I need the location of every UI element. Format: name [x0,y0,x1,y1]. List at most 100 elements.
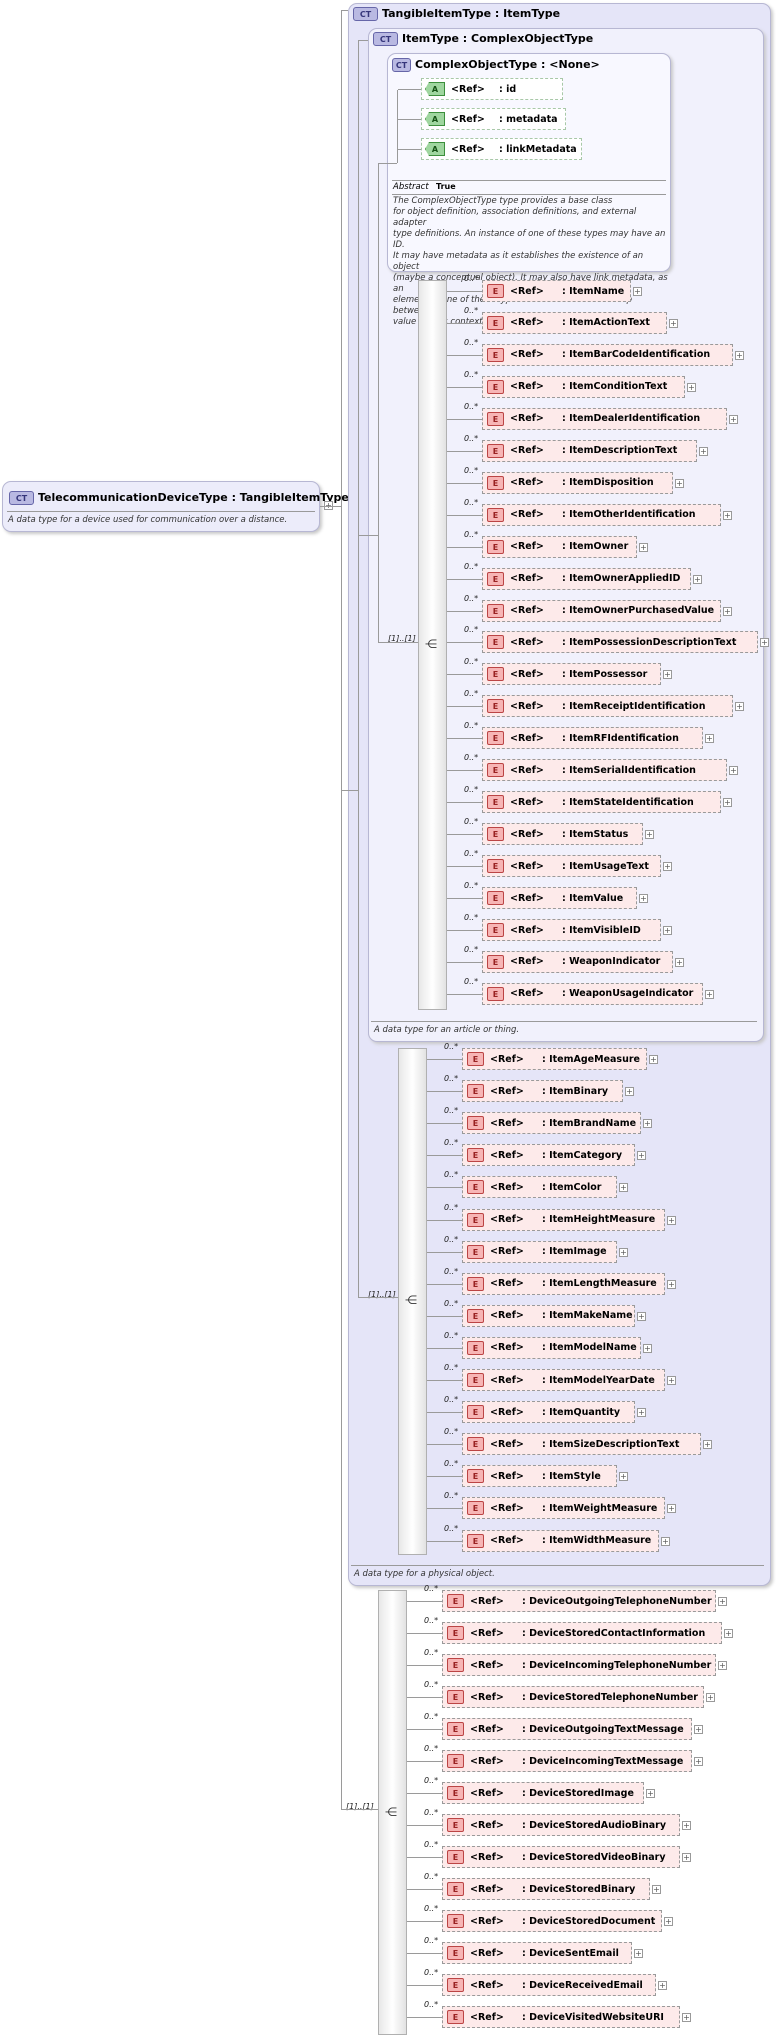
expand-icon[interactable]: + [724,1629,733,1638]
element-itemserialidentification[interactable]: E<Ref>: ItemSerialIdentification [482,759,727,782]
element-devicereceivedemail[interactable]: E<Ref>: DeviceReceivedEmail [442,1974,656,1996]
expand-icon[interactable]: + [637,1408,646,1418]
expand-icon[interactable]: + [729,766,738,776]
element-itemlengthmeasure[interactable]: E<Ref>: ItemLengthMeasure [462,1272,665,1295]
element-deviceincomingtelephonenumber[interactable]: E<Ref>: DeviceIncomingTelephoneNumber [442,1654,716,1676]
expand-icon[interactable]: + [687,382,696,392]
expand-icon[interactable]: + [633,287,642,296]
expand-icon[interactable]: + [664,1917,673,1926]
element-itemusagetext[interactable]: E<Ref>: ItemUsageText [482,855,661,878]
expand-icon[interactable]: + [643,1119,652,1129]
expand-icon[interactable]: + [760,638,769,648]
expand-icon[interactable]: + [723,798,732,808]
expand-icon[interactable]: + [723,606,732,616]
element-itemstyle[interactable]: E<Ref>: ItemStyle [462,1465,617,1488]
expand-icon[interactable]: + [637,1311,646,1321]
element-itemmodelname[interactable]: E<Ref>: ItemModelName [462,1336,641,1359]
expand-icon[interactable]: + [729,414,738,424]
element-itempossessor[interactable]: E<Ref>: ItemPossessor [482,663,661,686]
expand-icon[interactable]: + [675,957,684,967]
expand-icon[interactable]: + [705,734,714,744]
element-itemownerpurchasedvalue[interactable]: E<Ref>: ItemOwnerPurchasedValue [482,599,721,622]
element-devicestoredbinary[interactable]: E<Ref>: DeviceStoredBinary [442,1878,650,1900]
attribute-id[interactable]: A<Ref>: id [421,78,563,100]
element-devicestoredvideobinary[interactable]: E<Ref>: DeviceStoredVideoBinary [442,1846,680,1868]
expand-icon[interactable]: + [661,1536,670,1546]
expand-icon[interactable]: + [675,478,684,488]
element-itemname[interactable]: E<Ref>: ItemName [482,280,631,302]
expand-icon[interactable]: + [667,1504,676,1514]
expand-icon[interactable]: + [723,510,732,520]
element-itemwidthmeasure[interactable]: E<Ref>: ItemWidthMeasure [462,1529,659,1552]
element-itemactiontext[interactable]: E<Ref>: ItemActionText [482,311,667,334]
element-devicestoredaudiobinary[interactable]: E<Ref>: DeviceStoredAudioBinary [442,1814,680,1836]
expand-icon[interactable]: + [639,542,648,552]
element-devicestoredcontactinformation[interactable]: E<Ref>: DeviceStoredContactInformation [442,1622,722,1644]
element-itemimage[interactable]: E<Ref>: ItemImage [462,1240,617,1263]
element-itemcategory[interactable]: E<Ref>: ItemCategory [462,1144,635,1167]
expand-icon[interactable]: + [693,574,702,584]
expand-icon[interactable]: + [669,318,678,328]
main-type-expand-icon[interactable]: + [324,501,333,510]
expand-icon[interactable]: + [619,1183,628,1193]
expand-icon[interactable]: + [703,1440,712,1450]
element-itemotheridentification[interactable]: E<Ref>: ItemOtherIdentification [482,503,721,526]
expand-icon[interactable]: + [682,1853,691,1862]
element-itemvisibleid[interactable]: E<Ref>: ItemVisibleID [482,919,661,941]
element-itemweightmeasure[interactable]: E<Ref>: ItemWeightMeasure [462,1497,665,1520]
element-devicestoredimage[interactable]: E<Ref>: DeviceStoredImage [442,1782,644,1804]
expand-icon[interactable]: + [663,670,672,680]
element-itemdescriptiontext[interactable]: E<Ref>: ItemDescriptionText [482,439,697,462]
expand-icon[interactable]: + [694,1757,703,1766]
element-weaponindicator[interactable]: E<Ref>: WeaponIndicator [482,950,673,973]
element-itemheightmeasure[interactable]: E<Ref>: ItemHeightMeasure [462,1208,665,1231]
expand-icon[interactable]: + [663,926,672,935]
element-deviceoutgoingtextmessage[interactable]: E<Ref>: DeviceOutgoingTextMessage [442,1718,692,1740]
element-itemcolor[interactable]: E<Ref>: ItemColor [462,1176,617,1199]
element-itemstatus[interactable]: E<Ref>: ItemStatus [482,823,643,846]
expand-icon[interactable]: + [639,894,648,904]
expand-icon[interactable]: + [646,1789,655,1798]
element-itemrfidentification[interactable]: E<Ref>: ItemRFIdentification [482,727,703,750]
expand-icon[interactable]: + [619,1247,628,1257]
expand-icon[interactable]: + [652,1885,661,1894]
element-itembarcodeidentification[interactable]: E<Ref>: ItemBarCodeIdentification [482,343,733,366]
sequence-compositor-icon[interactable]: ⋲ [425,637,437,651]
expand-icon[interactable]: + [667,1215,676,1225]
expand-icon[interactable]: + [634,1949,643,1958]
expand-icon[interactable]: + [735,702,744,712]
element-itemreceiptidentification[interactable]: E<Ref>: ItemReceiptIdentification [482,695,733,718]
element-itemdealeridentification[interactable]: E<Ref>: ItemDealerIdentification [482,407,727,430]
element-devicesentemail[interactable]: E<Ref>: DeviceSentEmail [442,1942,632,1964]
element-weaponusageindicator[interactable]: E<Ref>: WeaponUsageIndicator [482,982,703,1005]
element-devicestoredtelephonenumber[interactable]: E<Ref>: DeviceStoredTelephoneNumber [442,1686,704,1708]
expand-icon[interactable]: + [718,1661,727,1670]
element-itemdisposition[interactable]: E<Ref>: ItemDisposition [482,471,673,494]
expand-icon[interactable]: + [663,862,672,872]
expand-icon[interactable]: + [694,1725,703,1734]
element-devicestoreddocument[interactable]: E<Ref>: DeviceStoredDocument [442,1910,662,1932]
expand-icon[interactable]: + [637,1151,646,1161]
element-itemownerappliedid[interactable]: E<Ref>: ItemOwnerAppliedID [482,567,691,590]
expand-icon[interactable]: + [667,1376,676,1385]
sequence-compositor-icon[interactable]: ⋲ [405,1293,417,1307]
element-itemstateidentification[interactable]: E<Ref>: ItemStateIdentification [482,791,721,814]
attribute-metadata[interactable]: A<Ref>: metadata [421,108,566,130]
attribute-linkmetadata[interactable]: A<Ref>: linkMetadata [421,138,582,160]
expand-icon[interactable]: + [682,1821,691,1830]
element-itemmodelyeardate[interactable]: E<Ref>: ItemModelYearDate [462,1369,665,1391]
expand-icon[interactable]: + [735,350,744,360]
element-deviceincomingtextmessage[interactable]: E<Ref>: DeviceIncomingTextMessage [442,1750,692,1772]
element-itemagemeasure[interactable]: E<Ref>: ItemAgeMeasure [462,1048,647,1070]
expand-icon[interactable]: + [699,446,708,456]
element-devicevisitedwebsiteuri[interactable]: E<Ref>: DeviceVisitedWebsiteURI [442,2006,680,2028]
element-itempossessiondescriptiontext[interactable]: E<Ref>: ItemPossessionDescriptionText [482,631,758,654]
element-itemquantity[interactable]: E<Ref>: ItemQuantity [462,1401,635,1424]
expand-icon[interactable]: + [625,1087,634,1097]
expand-icon[interactable]: + [645,830,654,840]
expand-icon[interactable]: + [667,1279,676,1289]
sequence-compositor-icon[interactable]: ⋲ [385,1805,397,1819]
element-itemvalue[interactable]: E<Ref>: ItemValue [482,887,637,910]
